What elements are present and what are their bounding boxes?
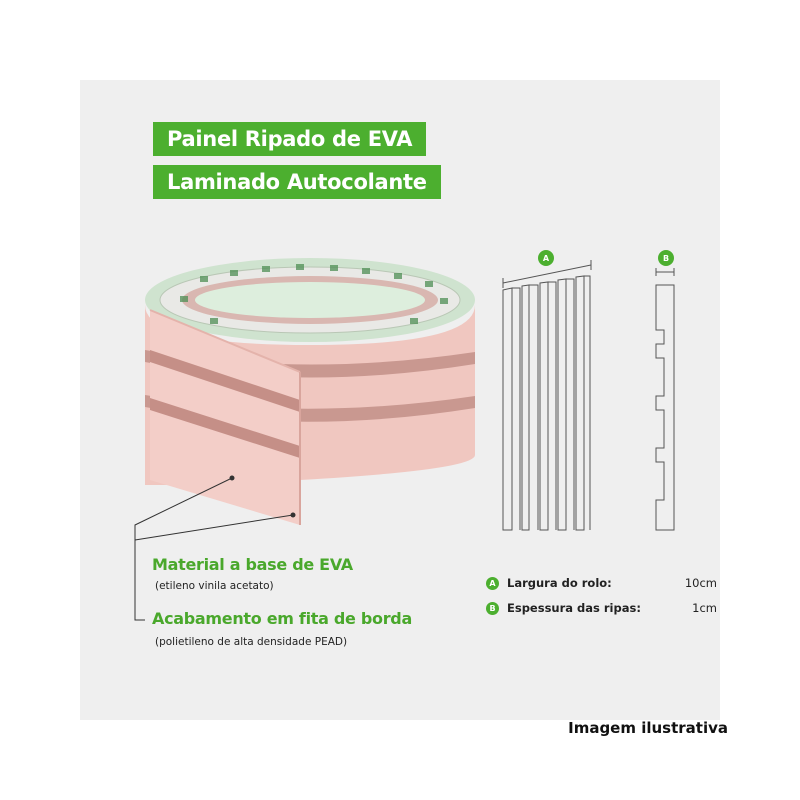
material-title: Material a base de EVA bbox=[152, 555, 353, 574]
spec-value: 1cm bbox=[692, 601, 717, 615]
finish-title: Acabamento em fita de borda bbox=[152, 609, 412, 628]
callout-dot-material bbox=[229, 475, 235, 481]
material-subtitle: (etileno vinila acetato) bbox=[155, 580, 274, 592]
spec-row-width: A Largura do rolo: 10cm bbox=[486, 574, 717, 592]
dimension-badge-a: A bbox=[538, 250, 554, 266]
callout-dot-finish bbox=[290, 512, 296, 518]
image-caption: Imagem ilustrativa bbox=[568, 719, 728, 737]
title-line-1: Painel Ripado de EVA bbox=[153, 122, 427, 156]
callout-lines bbox=[134, 477, 294, 621]
dimension-badge-b: B bbox=[658, 250, 674, 266]
spec-row-thickness: B Espessura das ripas: 1cm bbox=[486, 599, 717, 617]
spec-label: Largura do rolo: bbox=[507, 576, 612, 590]
finish-subtitle: (polietileno de alta densidade PEAD) bbox=[155, 636, 348, 648]
spec-badge: B bbox=[486, 601, 499, 615]
title-line-2: Laminado Autocolante bbox=[153, 165, 441, 199]
spec-value: 10cm bbox=[684, 576, 717, 590]
spec-label: Espessura das ripas: bbox=[507, 601, 641, 615]
spec-badge: A bbox=[486, 576, 499, 590]
roll-image bbox=[145, 258, 475, 525]
thickness-diagram bbox=[655, 268, 675, 531]
width-diagram bbox=[502, 260, 592, 531]
